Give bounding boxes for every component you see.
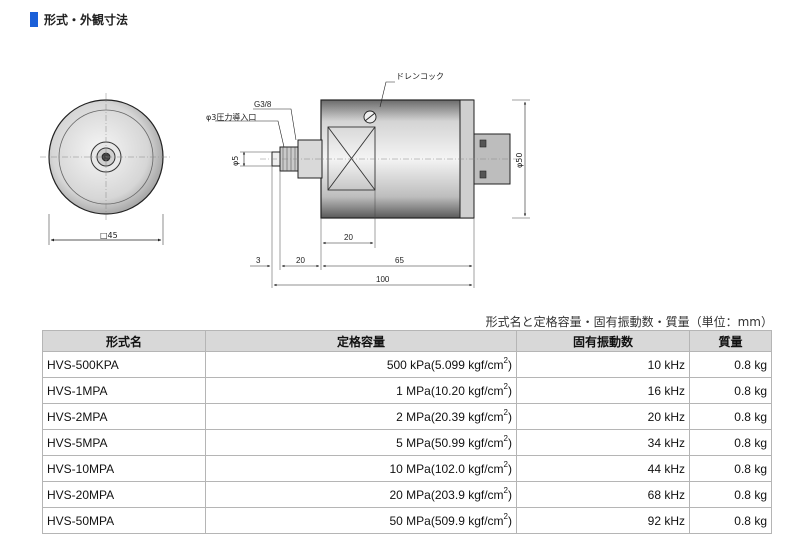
cell-model: HVS-20MPA xyxy=(42,481,206,508)
header-mass: 質量 xyxy=(689,330,772,352)
table-row: HVS-1MPA 1 MPa(10.20 kgf/cm2) 16 kHz 0.8… xyxy=(42,377,772,404)
capacity-exponent: 2 xyxy=(503,511,508,521)
cell-model: HVS-1MPA xyxy=(42,377,206,404)
capacity-close: ) xyxy=(508,513,512,528)
dim-20-upper: 20 xyxy=(344,233,353,242)
cell-mass: 0.8 kg xyxy=(689,377,772,404)
table-row: HVS-5MPA 5 MPa(50.99 kgf/cm2) 34 kHz 0.8… xyxy=(42,429,772,456)
table-row: HVS-10MPA 10 MPa(102.0 kgf/cm2) 44 kHz 0… xyxy=(42,455,772,482)
capacity-main: 20 MPa(203.9 kgf/cm xyxy=(389,487,504,502)
capacity-close: ) xyxy=(508,357,512,372)
heading-marker xyxy=(30,11,38,27)
dim-20-lower: 20 xyxy=(296,256,305,265)
capacity-main: 1 MPa(10.20 kgf/cm xyxy=(396,383,504,398)
dim-65: 65 xyxy=(395,256,404,265)
cell-capacity: 20 MPa(203.9 kgf/cm2) xyxy=(205,481,517,508)
front-view-label: □45 xyxy=(100,231,118,240)
front-view xyxy=(40,93,172,245)
section-heading: 形式・外観寸法 xyxy=(30,11,128,27)
cell-capacity: 5 MPa(50.99 kgf/cm2) xyxy=(205,429,517,456)
dim-3: 3 xyxy=(256,256,261,265)
cell-frequency: 16 kHz xyxy=(516,377,690,404)
cell-capacity: 10 MPa(102.0 kgf/cm2) xyxy=(205,455,517,482)
table-header-row: 形式名 定格容量 固有振動数 質量 xyxy=(42,330,772,352)
cell-model: HVS-5MPA xyxy=(42,429,206,456)
capacity-main: 5 MPa(50.99 kgf/cm xyxy=(396,435,504,450)
cell-model: HVS-10MPA xyxy=(42,455,206,482)
capacity-exponent: 2 xyxy=(503,459,508,469)
capacity-exponent: 2 xyxy=(503,485,508,495)
capacity-close: ) xyxy=(508,435,512,450)
cell-model: HVS-50MPA xyxy=(42,507,206,534)
cell-capacity: 500 kPa(5.099 kgf/cm2) xyxy=(205,351,517,378)
cell-mass: 0.8 kg xyxy=(689,351,772,378)
port-label: φ3圧力導入口 xyxy=(206,112,256,122)
capacity-exponent: 2 xyxy=(503,407,508,417)
capacity-main: 500 kPa(5.099 kgf/cm xyxy=(386,357,504,372)
cell-frequency: 10 kHz xyxy=(516,351,690,378)
capacity-main: 50 MPa(509.9 kgf/cm xyxy=(389,513,504,528)
dia5-label: φ5 xyxy=(231,156,240,166)
cell-mass: 0.8 kg xyxy=(689,455,772,482)
table-caption: 形式名と定格容量・固有振動数・質量（単位：mm） xyxy=(485,315,773,329)
cell-mass: 0.8 kg xyxy=(689,429,772,456)
table-row: HVS-2MPA 2 MPa(20.39 kgf/cm2) 20 kHz 0.8… xyxy=(42,403,772,430)
capacity-close: ) xyxy=(508,487,512,502)
capacity-exponent: 2 xyxy=(503,433,508,443)
capacity-exponent: 2 xyxy=(503,381,508,391)
capacity-close: ) xyxy=(508,461,512,476)
table-row: HVS-20MPA 20 MPa(203.9 kgf/cm2) 68 kHz 0… xyxy=(42,481,772,508)
header-model: 形式名 xyxy=(42,330,206,352)
cell-frequency: 34 kHz xyxy=(516,429,690,456)
cell-frequency: 68 kHz xyxy=(516,481,690,508)
cell-frequency: 92 kHz xyxy=(516,507,690,534)
cell-capacity: 50 MPa(509.9 kgf/cm2) xyxy=(205,507,517,534)
table-row: HVS-500KPA 500 kPa(5.099 kgf/cm2) 10 kHz… xyxy=(42,351,772,378)
dimension-drawing: □45 xyxy=(40,72,530,288)
cell-mass: 0.8 kg xyxy=(689,507,772,534)
g-thread-label: G3/8 xyxy=(254,100,272,109)
cell-mass: 0.8 kg xyxy=(689,403,772,430)
side-view xyxy=(215,81,530,288)
cell-model: HVS-2MPA xyxy=(42,403,206,430)
dim-100: 100 xyxy=(376,275,390,284)
capacity-close: ) xyxy=(508,383,512,398)
table-row: HVS-50MPA 50 MPa(509.9 kgf/cm2) 92 kHz 0… xyxy=(42,507,772,534)
header-capacity: 定格容量 xyxy=(205,330,517,352)
cell-capacity: 2 MPa(20.39 kgf/cm2) xyxy=(205,403,517,430)
heading-text: 形式・外観寸法 xyxy=(44,12,129,27)
cell-mass: 0.8 kg xyxy=(689,481,772,508)
cell-capacity: 1 MPa(10.20 kgf/cm2) xyxy=(205,377,517,404)
drain-label: ドレンコック xyxy=(396,72,444,81)
capacity-exponent: 2 xyxy=(503,355,508,365)
capacity-main: 10 MPa(102.0 kgf/cm xyxy=(389,461,504,476)
dia50-label: φ50 xyxy=(515,153,524,168)
cell-model: HVS-500KPA xyxy=(42,351,206,378)
cell-frequency: 44 kHz xyxy=(516,455,690,482)
capacity-close: ) xyxy=(508,409,512,424)
header-frequency: 固有振動数 xyxy=(516,330,690,352)
capacity-main: 2 MPa(20.39 kgf/cm xyxy=(396,409,504,424)
cell-frequency: 20 kHz xyxy=(516,403,690,430)
spec-table: 形式名 定格容量 固有振動数 質量 HVS-500KPA 500 kPa(5.0… xyxy=(42,330,772,534)
